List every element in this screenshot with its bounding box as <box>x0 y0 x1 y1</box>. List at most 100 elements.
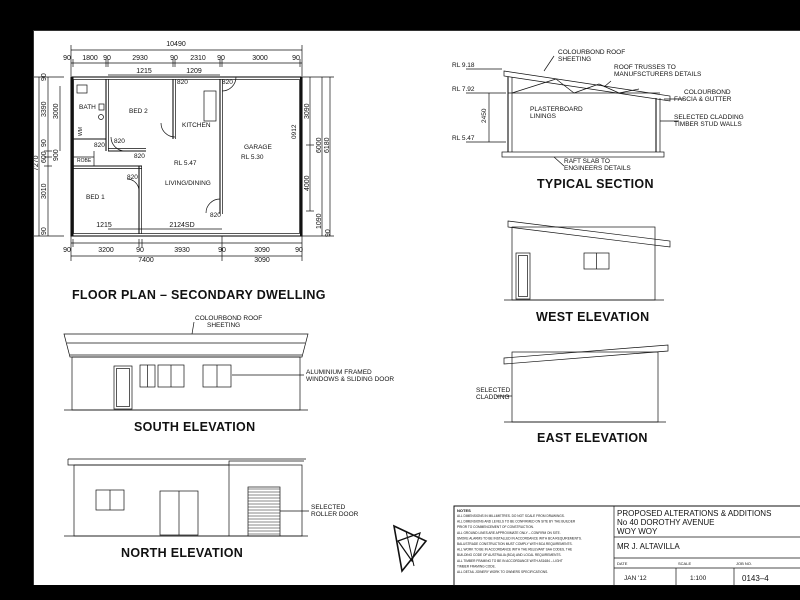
living-level: RL 5.47 <box>174 160 197 167</box>
note-slab: RAFT SLAB TO <box>564 158 610 165</box>
note-south-windows: WINDOWS & SLIDING DOOR <box>306 376 394 383</box>
right-dim: 3090 <box>304 103 311 119</box>
door-tag: 820 <box>210 212 221 219</box>
top-dim: 90 <box>63 55 71 62</box>
note-roller-door: SELECTED <box>311 504 346 511</box>
note-line: SMOKE ALARMS TO BE INSTALLED IN ACCORDAN… <box>457 536 582 540</box>
section-height: 2450 <box>481 108 488 123</box>
typical-section <box>466 55 684 167</box>
top-dim: 90 <box>170 55 178 62</box>
overall-width: 10490 <box>166 41 186 48</box>
bottom-total-1: 7400 <box>138 257 154 264</box>
note-line: PRIOR TO COMMENCEMENT OF CONSTRUCTION. <box>457 525 534 529</box>
top-dim: 90 <box>292 55 300 62</box>
room-bath: BATH <box>79 104 96 111</box>
rl-top: RL 9.18 <box>452 62 475 69</box>
notes-header: NOTES <box>457 508 471 513</box>
bottom-dim: 90 <box>295 247 303 254</box>
door-tag: 820 <box>127 174 138 181</box>
south-elevation <box>63 321 309 411</box>
note-line: BALUSTRADE CONSTRUCTION MUST COMPLY WITH… <box>457 542 573 546</box>
note-truss: MANUFSCTURERS DETAILS <box>614 71 702 78</box>
note-cladding: TIMBER STUD WALLS <box>674 121 742 128</box>
south-elevation-title: SOUTH ELEVATION <box>134 420 255 434</box>
east-elevation <box>496 344 669 423</box>
right-dim: 90 <box>325 229 332 237</box>
drawing-sheet: 10490 90 1800 90 2930 90 2310 90 3000 90 1215 12… <box>33 30 800 587</box>
client-name: MR J. ALTAVILLA <box>617 542 680 551</box>
door-tag: 820 <box>114 138 125 145</box>
note-slab: ENGINEERS DETAILS <box>564 165 631 172</box>
top-dim: 2930 <box>132 55 148 62</box>
firm-logo <box>392 524 428 573</box>
inner-top-dim-2: 1209 <box>186 68 202 75</box>
west-elevation-title: WEST ELEVATION <box>536 310 649 324</box>
job-label: JOB NO. <box>736 561 752 566</box>
bottom-dim: 3930 <box>174 247 190 254</box>
top-dim: 3000 <box>252 55 268 62</box>
note-roof: SHEETING <box>558 56 591 63</box>
note-line: ALL GROUND LINES ARE APPROXIMATE ONLY – … <box>457 531 561 535</box>
garage-level: RL 5.30 <box>241 154 264 161</box>
right-dim: 6000 <box>316 137 323 153</box>
title-block <box>392 505 800 587</box>
bottom-total-2: 3090 <box>254 257 270 264</box>
note-line: ALL DIMENSIONS AND LEVELS TO BE CONFIRME… <box>457 520 576 524</box>
floor-plan-title: FLOOR PLAN – SECONDARY DWELLING <box>72 288 326 302</box>
note-roller-door: ROLLER DOOR <box>311 511 359 518</box>
room-bed2: BED 2 <box>129 108 148 115</box>
right-dim: 6180 <box>324 137 331 153</box>
bottom-dim: 3090 <box>254 247 270 254</box>
note-south-roof: SHEETING <box>207 322 240 329</box>
note-line: ALL WORK TO BE IN ACCORDANCE WITH THE RE… <box>457 548 572 552</box>
drawing-date: JAN '12 <box>624 575 647 582</box>
top-dim: 1800 <box>82 55 98 62</box>
laundry-wm: WM <box>78 127 84 136</box>
rl-mid: RL 7.92 <box>452 86 475 93</box>
drawing-canvas: 10490 90 1800 90 2930 90 2310 90 3000 90 1215 12… <box>33 41 800 587</box>
room-robe: ROBE <box>77 158 92 164</box>
left-dim: 900 <box>53 149 60 161</box>
bottom-dim: 3200 <box>98 247 114 254</box>
left-dim: 3000 <box>53 103 60 119</box>
door-tag: 820 <box>94 142 105 149</box>
door-tag: 820 <box>177 79 188 86</box>
bottom-dim: 90 <box>136 247 144 254</box>
room-bed1: BED 1 <box>86 194 105 201</box>
note-east-cladding: CLADDING <box>476 394 510 401</box>
top-dim: 90 <box>103 55 111 62</box>
bottom-dim: 90 <box>63 247 71 254</box>
scale-label: SCALE <box>678 561 691 566</box>
roller-door <box>248 488 280 535</box>
door-tag: 820 <box>134 153 145 160</box>
note-fascia: FASCIA & GUTTER <box>674 96 732 103</box>
job-number: 0143–4 <box>742 574 769 583</box>
project-line: WOY WOY <box>617 527 658 536</box>
room-living-dining: LIVING/DINING <box>165 180 211 187</box>
note-line: BUILDING CODE OF AUSTRALIA (BCA) AND LOC… <box>457 553 561 557</box>
note-east-cladding: SELECTED <box>476 387 511 394</box>
note-cladding: SELECTED CLADDING <box>674 114 744 121</box>
room-kitchen: KITCHEN <box>182 122 211 129</box>
project-line: No 40 DOROTHY AVENUE <box>617 518 715 527</box>
typical-section-title: TYPICAL SECTION <box>537 177 654 191</box>
note-line: ALL DETAIL JOINERY WORK TO OWNERS SPECIF… <box>457 570 548 574</box>
note-south-windows: ALUMINIUM FRAMED <box>306 369 372 376</box>
note-fascia: COLOURBOND <box>684 89 731 96</box>
note-line: ALL TIMBER FRAMING TO BE IN ACCORDANCE W… <box>457 559 563 563</box>
west-elevation <box>504 220 671 301</box>
right-dim: 1090 <box>316 213 323 229</box>
note-line: TIMBER FRAMING CODE. <box>457 564 496 568</box>
left-dim: 7270 <box>34 155 40 171</box>
top-dim: 90 <box>217 55 225 62</box>
bottom-dim: 90 <box>218 247 226 254</box>
inner-top-dim-1: 1215 <box>136 68 152 75</box>
left-dim: 90 <box>41 73 48 81</box>
note-truss: ROOF TRUSSES TO <box>614 64 676 71</box>
floor-plan <box>34 45 334 261</box>
right-dim: 4000 <box>304 175 311 191</box>
top-dim: 2310 <box>190 55 206 62</box>
note-line: ALL DIMENSIONS IN MILLIMETRES. DO NOT SC… <box>457 514 565 518</box>
note-south-roof: COLOURBOND ROOF <box>195 315 262 322</box>
east-elevation-title: EAST ELEVATION <box>537 431 648 445</box>
